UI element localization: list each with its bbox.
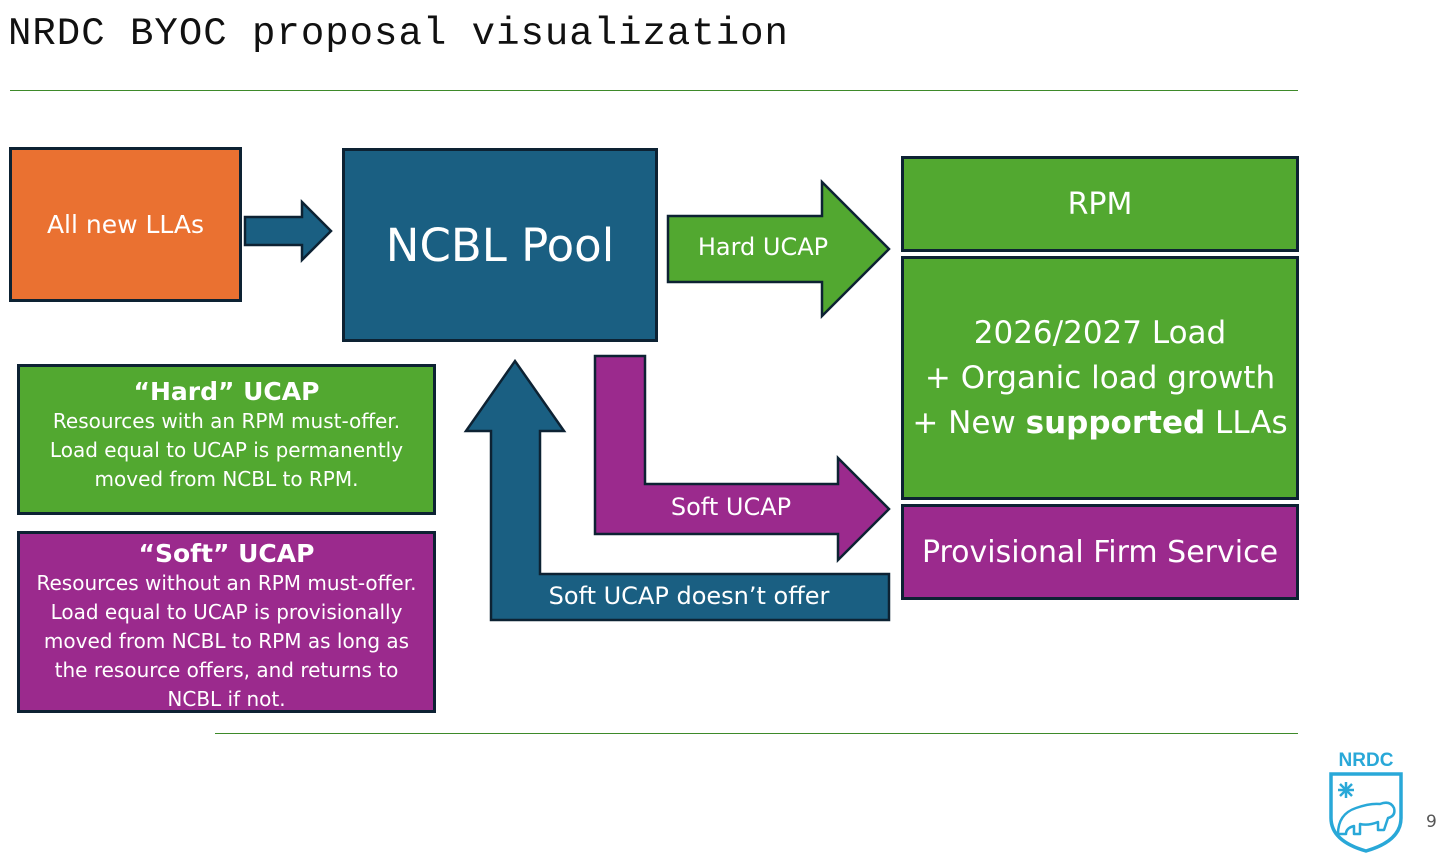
top-rule <box>10 90 1298 91</box>
soft-ucap-definition-text: Resources without an RPM must-offer. Loa… <box>36 571 417 711</box>
shield-icon <box>1329 772 1403 853</box>
nrdc-logo: NRDC <box>1329 750 1403 853</box>
ncbl-pool-label: NCBL Pool <box>385 218 615 272</box>
soft-ucap-arrow-label: Soft UCAP <box>670 493 792 521</box>
slide-title: NRDC BYOC proposal visualization <box>8 12 789 56</box>
hard-ucap-arrow <box>666 178 891 320</box>
nrdc-logo-text: NRDC <box>1339 750 1394 771</box>
load-line-2: + Organic load growth <box>924 359 1276 396</box>
soft-ucap-return-arrow <box>463 358 891 622</box>
hard-ucap-definition-box: “Hard” UCAP Resources with an RPM must-o… <box>17 364 436 515</box>
rpm-box: RPM <box>901 156 1299 252</box>
soft-ucap-return-label: Soft UCAP doesn’t offer <box>548 582 830 610</box>
star-icon <box>1338 782 1354 798</box>
bear-icon <box>1336 801 1396 836</box>
provisional-firm-service-box: Provisional Firm Service <box>901 504 1299 600</box>
ncbl-pool-box: NCBL Pool <box>342 148 658 342</box>
soft-ucap-definition-box: “Soft” UCAP Resources without an RPM mus… <box>17 531 436 713</box>
bottom-rule <box>215 733 1298 734</box>
load-line-1: 2026/2027 Load <box>973 314 1227 351</box>
page-number: 9 <box>1426 812 1437 832</box>
provisional-firm-service-label: Provisional Firm Service <box>921 534 1279 570</box>
load-line-3: + New supported LLAs <box>912 404 1288 441</box>
load-box: 2026/2027 Load + Organic load growth + N… <box>901 256 1299 500</box>
hard-ucap-arrow-label: Hard UCAP <box>697 233 829 261</box>
all-new-llas-box: All new LLAs <box>9 147 242 302</box>
hard-ucap-definition-text: Resources with an RPM must-offer. Load e… <box>49 409 404 491</box>
all-new-llas-label: All new LLAs <box>46 210 205 239</box>
rpm-label: RPM <box>1067 186 1133 222</box>
llas-to-pool-arrow <box>243 198 333 264</box>
soft-ucap-definition-title: “Soft” UCAP <box>138 539 315 568</box>
soft-ucap-arrow <box>593 354 891 564</box>
hard-ucap-definition-title: “Hard” UCAP <box>133 377 320 406</box>
